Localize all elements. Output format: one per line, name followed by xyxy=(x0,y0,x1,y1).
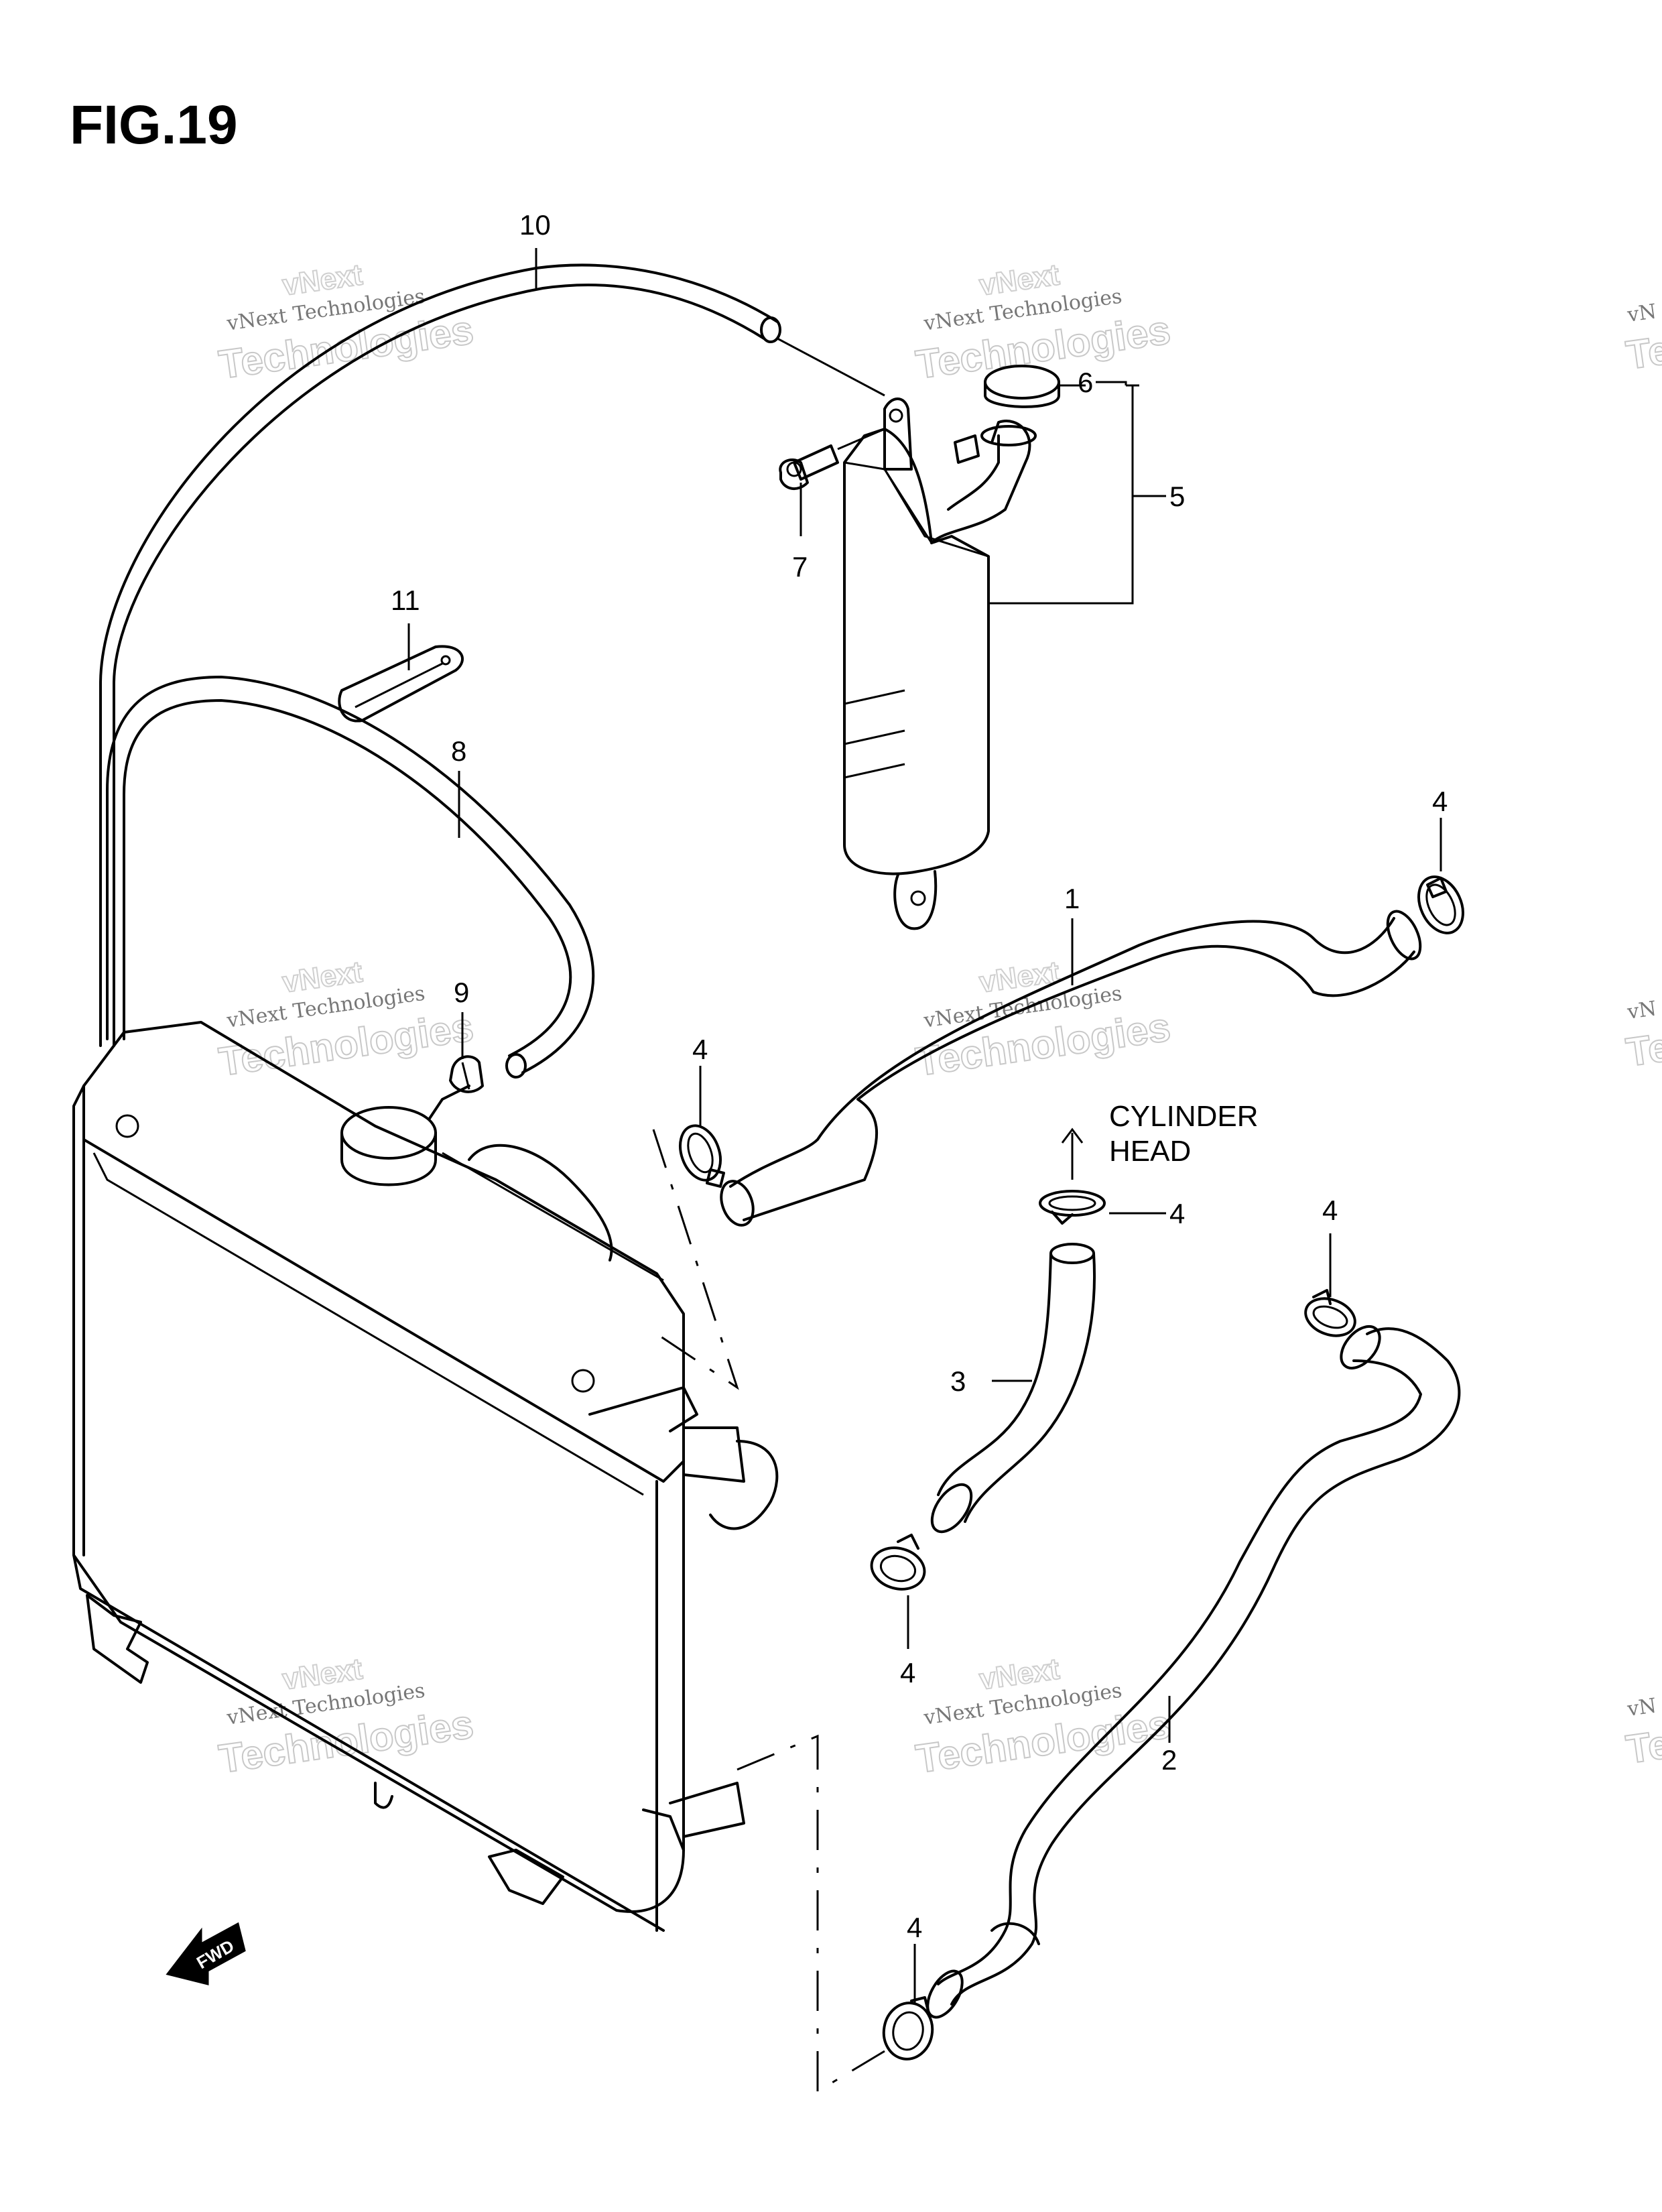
callout-4-cylinder-head: 4 xyxy=(1169,1198,1185,1229)
watermark-1: vNext vNext Technologies Technologies xyxy=(216,257,477,387)
callout-1: 1 xyxy=(1064,883,1080,914)
watermark-2: vNext vNext Technologies Technologies xyxy=(913,257,1174,387)
cylinder-head-label-line2: HEAD xyxy=(1109,1135,1191,1168)
svg-text:vN: vN xyxy=(1625,997,1658,1024)
watermarks: vNext vNext Technologies Technologies vN… xyxy=(216,257,1662,1782)
watermark-5: vNext vNext Technologies Technologies xyxy=(216,1652,477,1782)
watermark-edge-1: vN Te xyxy=(1622,300,1662,378)
callout-10: 10 xyxy=(519,209,551,241)
callout-4-upper-left: 4 xyxy=(692,1034,708,1065)
cylinder-head-hose-3 xyxy=(930,1243,1096,1534)
tank-nipple xyxy=(954,434,980,464)
svg-text:Te: Te xyxy=(1623,1024,1662,1074)
svg-text:Te: Te xyxy=(1623,1721,1662,1772)
clamp-4-hose-3-bottom xyxy=(870,1534,926,1591)
watermark-edge-3: vN Te xyxy=(1622,1694,1662,1772)
clamp-9 xyxy=(449,1055,484,1093)
callout-4-upper-right: 4 xyxy=(1432,786,1448,817)
svg-text:Te: Te xyxy=(1623,327,1662,377)
connection-line-upper xyxy=(652,1129,739,1390)
watermark-4: vNext vNext Technologies Technologies xyxy=(913,955,1174,1085)
callout-7: 7 xyxy=(792,551,808,582)
radiator-hose-8 xyxy=(106,676,595,1079)
connection-line-lower xyxy=(737,1734,885,2093)
callout-4-hose-2-bottom: 4 xyxy=(907,1912,922,1943)
watermark-3: vNext vNext Technologies Technologies xyxy=(216,955,477,1085)
radiator-hose-1 xyxy=(720,910,1422,1227)
callout-8: 8 xyxy=(451,735,466,767)
clamp-4-upper-right xyxy=(1417,875,1464,934)
svg-text:vN: vN xyxy=(1625,300,1658,327)
callout-2: 2 xyxy=(1161,1744,1177,1776)
callout-9: 9 xyxy=(454,977,469,1008)
radiator-hose-2 xyxy=(926,1325,1461,2019)
callout-4-hose-3-bottom: 4 xyxy=(900,1657,915,1688)
cylinder-head-arrow xyxy=(1061,1127,1084,1180)
callout-4-hose-2-top: 4 xyxy=(1322,1194,1338,1226)
clamp-4-hose-2-top xyxy=(1304,1289,1356,1337)
reservoir-tank-5 xyxy=(843,397,1037,930)
bolt-7 xyxy=(779,444,839,490)
clamp-4-hose-2-bottom xyxy=(882,1996,934,2061)
overflow-hose-10 xyxy=(99,263,781,1047)
clamp-4-upper-left xyxy=(679,1124,725,1188)
cylinder-head-label-line1: CYLINDER xyxy=(1109,1100,1259,1133)
hose-clip-11 xyxy=(338,645,464,723)
clamp-4-cylinder-head xyxy=(1039,1190,1106,1225)
callout-11: 11 xyxy=(391,585,420,616)
bolt-guide-line xyxy=(837,428,885,450)
svg-text:vN: vN xyxy=(1625,1694,1658,1721)
radiator xyxy=(72,1021,779,1932)
callout-3: 3 xyxy=(950,1365,966,1397)
reservoir-cap-6 xyxy=(984,365,1060,408)
callout-5: 5 xyxy=(1169,481,1185,512)
figure-title: FIG.19 xyxy=(70,95,238,156)
hose-guide-line xyxy=(777,337,885,397)
fwd-arrow-badge: FWD xyxy=(166,1922,246,1985)
callout-6: 6 xyxy=(1078,367,1093,398)
watermark-edge-2: vN Te xyxy=(1622,997,1662,1075)
leader-lines xyxy=(407,248,1442,2004)
